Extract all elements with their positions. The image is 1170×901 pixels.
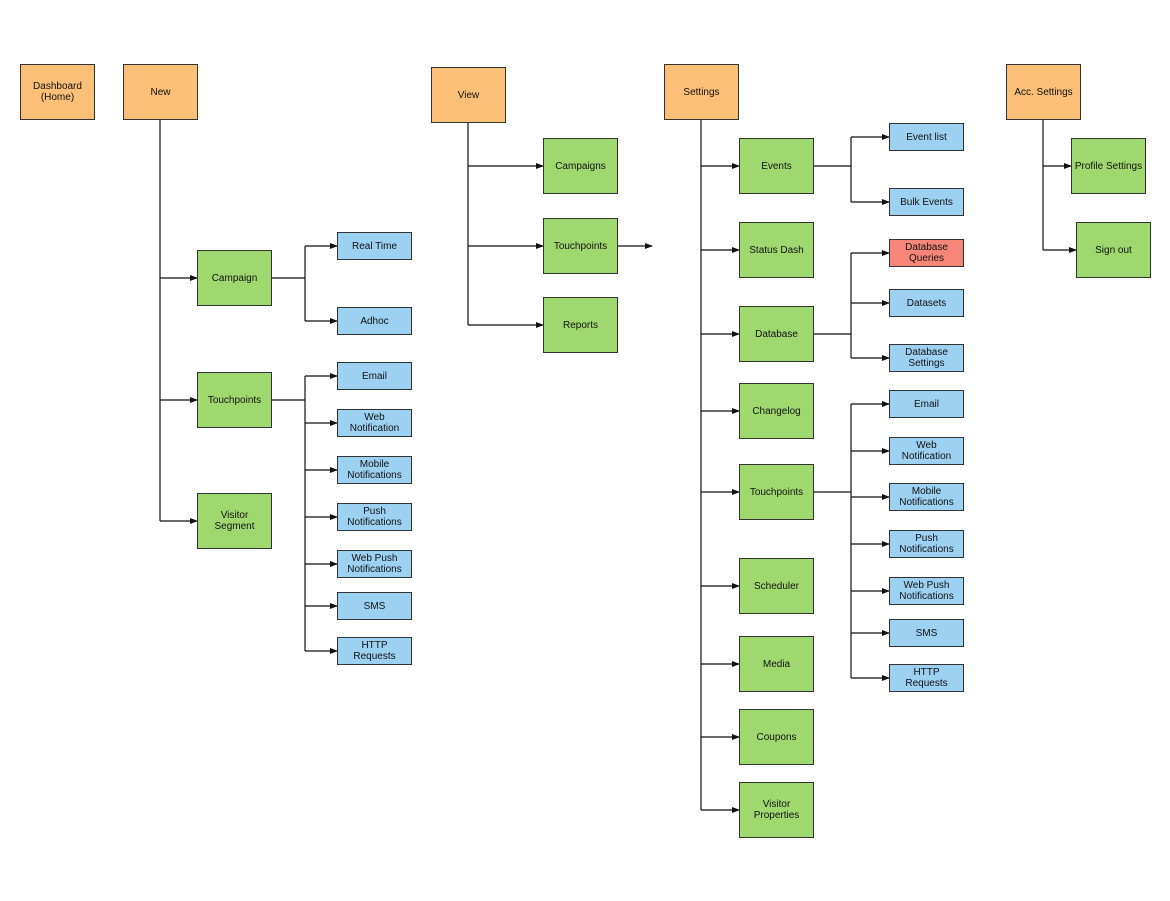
node-settings: Settings	[664, 64, 739, 120]
node-settings-email: Email	[889, 390, 964, 418]
node-settings-http-requests: HTTP Requests	[889, 664, 964, 692]
node-sign-out: Sign out	[1076, 222, 1151, 278]
node-settings-touchpoints: Touchpoints	[739, 464, 814, 520]
node-datasets: Datasets	[889, 289, 964, 317]
node-acc-settings: Acc. Settings	[1006, 64, 1081, 120]
node-view-touchpoints: Touchpoints	[543, 218, 618, 274]
node-events: Events	[739, 138, 814, 194]
node-settings-push-notifications: Push Notifications	[889, 530, 964, 558]
node-media: Media	[739, 636, 814, 692]
node-database-settings: Database Settings	[889, 344, 964, 372]
node-bulk-events: Bulk Events	[889, 188, 964, 216]
node-settings-sms: SMS	[889, 619, 964, 647]
node-campaign: Campaign	[197, 250, 272, 306]
node-new-sms: SMS	[337, 592, 412, 620]
node-changelog: Changelog	[739, 383, 814, 439]
node-new-mobile-notifications: Mobile Notifications	[337, 456, 412, 484]
node-coupons: Coupons	[739, 709, 814, 765]
node-scheduler: Scheduler	[739, 558, 814, 614]
node-view-campaigns: Campaigns	[543, 138, 618, 194]
node-dashboard-home: Dashboard (Home)	[20, 64, 95, 120]
node-view: View	[431, 67, 506, 123]
node-new-web-notification: Web Notification	[337, 409, 412, 437]
node-new-push-notifications: Push Notifications	[337, 503, 412, 531]
node-settings-web-notification: Web Notification	[889, 437, 964, 465]
node-real-time: Real Time	[337, 232, 412, 260]
node-new-web-push-notifications: Web Push Notifications	[337, 550, 412, 578]
node-profile-settings: Profile Settings	[1071, 138, 1146, 194]
node-status-dash: Status Dash	[739, 222, 814, 278]
node-new: New	[123, 64, 198, 120]
node-new-email: Email	[337, 362, 412, 390]
node-new-http-requests: HTTP Requests	[337, 637, 412, 665]
node-visitor-segment: Visitor Segment	[197, 493, 272, 549]
node-database-queries: Database Queries	[889, 239, 964, 267]
node-event-list: Event list	[889, 123, 964, 151]
node-new-touchpoints: Touchpoints	[197, 372, 272, 428]
node-settings-mobile-notifications: Mobile Notifications	[889, 483, 964, 511]
node-adhoc: Adhoc	[337, 307, 412, 335]
node-settings-web-push-notifications: Web Push Notifications	[889, 577, 964, 605]
node-database: Database	[739, 306, 814, 362]
node-visitor-properties: Visitor Properties	[739, 782, 814, 838]
node-view-reports: Reports	[543, 297, 618, 353]
